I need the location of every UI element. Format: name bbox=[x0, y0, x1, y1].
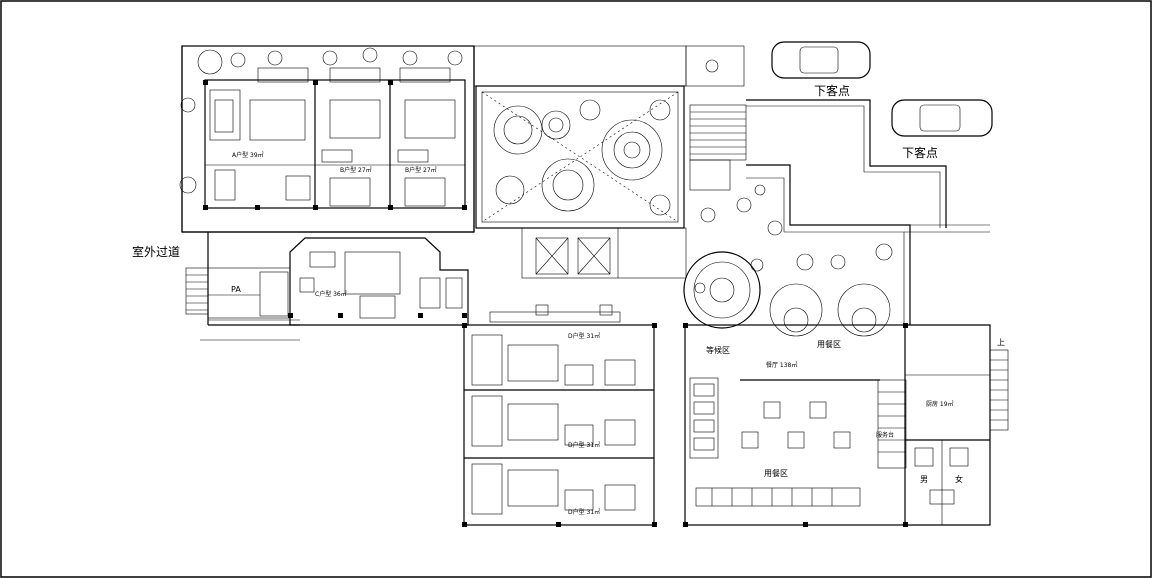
dropoff-area: 下客点 下客点 bbox=[746, 41, 993, 325]
kitchen-block bbox=[905, 324, 991, 526]
room-b2-label: B户型 27㎡ bbox=[405, 166, 437, 174]
dropoff-label-1: 下客点 bbox=[814, 83, 850, 98]
lobby-block bbox=[521, 227, 687, 279]
room-a-label: A户型 39㎡ bbox=[232, 151, 264, 159]
pa-label: PA bbox=[231, 285, 241, 294]
restaurant-block bbox=[683, 323, 908, 527]
kitchen-label: 厨房 19㎡ bbox=[926, 400, 954, 408]
garden-plants bbox=[694, 184, 893, 294]
north-rooms-block bbox=[181, 45, 475, 233]
service-desk-label: 服务台 bbox=[876, 431, 894, 439]
west-stairs bbox=[185, 267, 209, 315]
dropoff-label-2: 下客点 bbox=[902, 145, 938, 160]
room-c-label: C户型 36㎡ bbox=[315, 290, 347, 298]
restaurant-label: 餐厅 138㎡ bbox=[766, 361, 797, 369]
male-wc-label: 男 bbox=[920, 475, 928, 484]
deck-stairs bbox=[685, 45, 747, 191]
waiting-area-label: 等候区 bbox=[706, 345, 730, 355]
room-b1-label: B户型 27㎡ bbox=[340, 166, 372, 174]
round-features bbox=[683, 251, 891, 337]
east-stairs bbox=[989, 349, 1009, 431]
trees-north bbox=[179, 47, 463, 194]
outdoor-corridor-label: 室外过道 bbox=[132, 244, 180, 259]
dining-area-label-2: 用餐区 bbox=[764, 469, 788, 478]
car-icon bbox=[891, 99, 993, 137]
room-d3-label: D户型 31㎡ bbox=[568, 508, 600, 516]
female-wc-label: 女 bbox=[955, 474, 963, 484]
middle-block bbox=[200, 232, 469, 341]
room-d1-label: D户型 31㎡ bbox=[568, 332, 600, 340]
car-icon bbox=[771, 41, 871, 79]
courtyard bbox=[473, 45, 687, 229]
stairs-up-label: 上 bbox=[997, 338, 1005, 347]
room-d2-label: D户型 31㎡ bbox=[568, 441, 600, 449]
dining-area-label-1: 用餐区 bbox=[817, 340, 841, 349]
south-rooms-block bbox=[462, 304, 657, 527]
